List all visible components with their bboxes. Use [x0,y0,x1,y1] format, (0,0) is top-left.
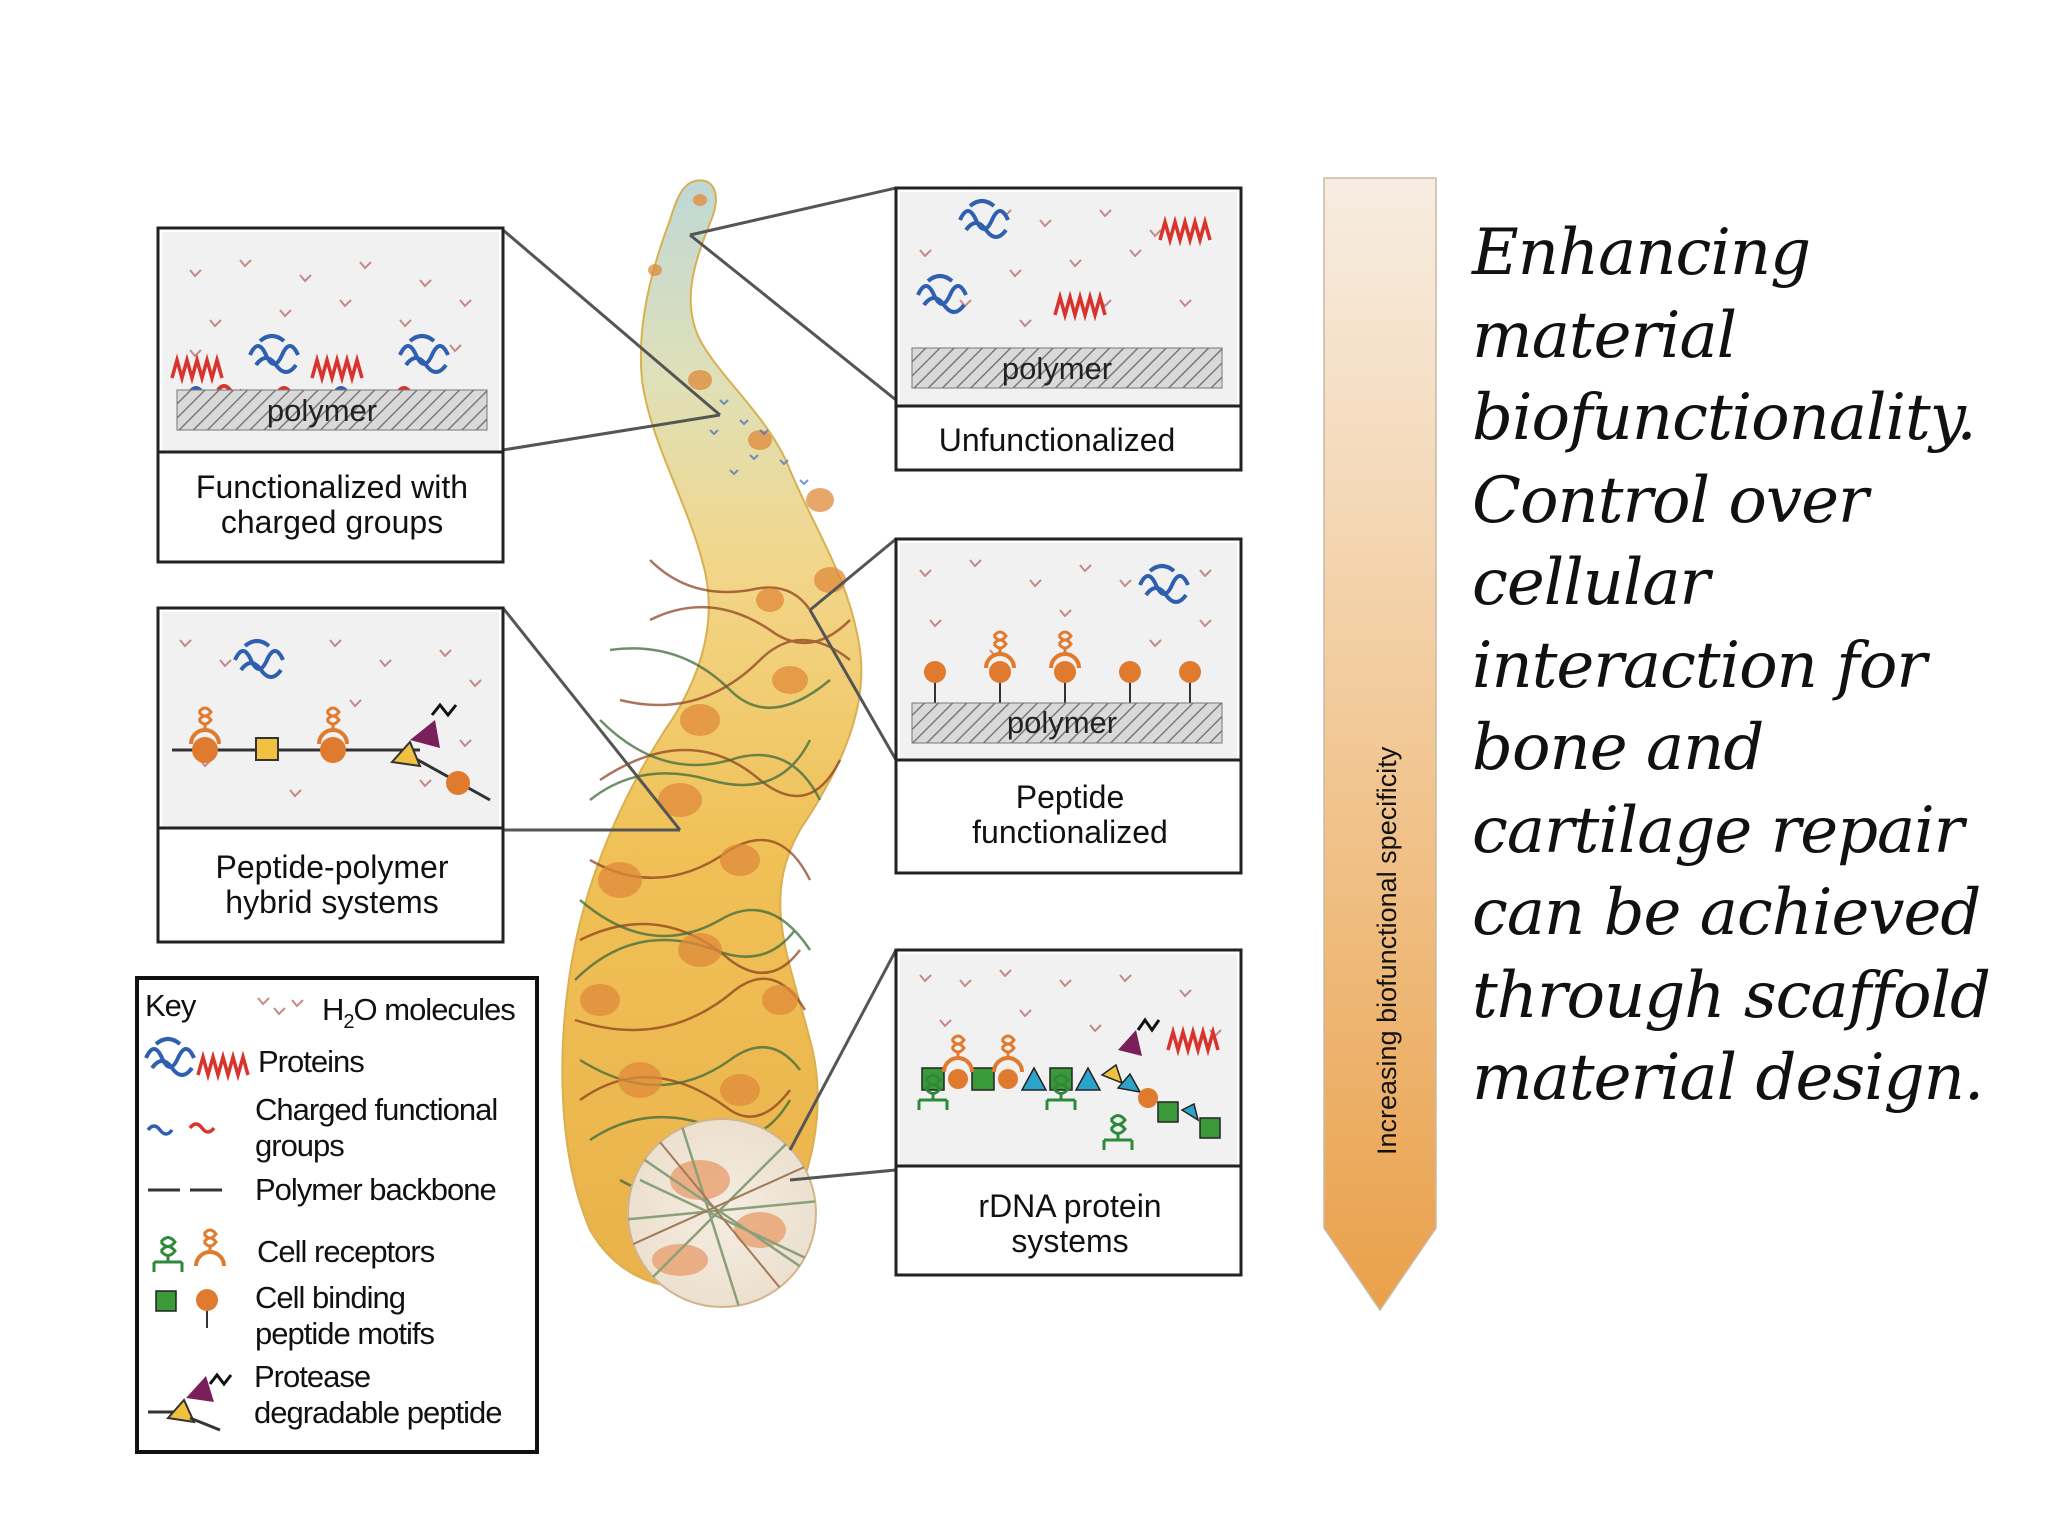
panel-label-line2: systems [1011,1223,1128,1259]
panel-label-line2: functionalized [972,814,1168,850]
key-charged-label-line1: Charged functional [255,1092,497,1127]
charged-groups-icon [146,1122,216,1136]
caption-line: biofunctionality. [1472,381,1977,455]
key-proteins-label: Proteins [258,1044,364,1079]
caption-line: Enhancing [1472,216,1811,290]
key-backbone-label: Polymer backbone [255,1172,496,1207]
scaffold-tube [561,179,863,1308]
caption-line: through scaffold [1472,958,1991,1033]
caption-line: Control over [1472,463,1869,538]
panel-label-line1: Peptide-polymer [216,849,449,885]
caption-line: material design. [1472,1041,1984,1115]
specificity-arrow: Increasing biofunctional specificity [1323,177,1437,1312]
panel-label-line1: Functionalized with [196,469,468,505]
slide-caption: Enhancing material biofunctionality. Con… [1472,212,1992,1120]
caption-line: cartilage repair [1472,793,1964,868]
caption-line: can be achieved [1472,876,1981,950]
panel-charged-groups: polymer Functionalized with charged grou… [156,226,505,564]
polymer-label: polymer [1007,705,1117,740]
panel-label-line1: Unfunctionalized [939,422,1176,458]
cell-binding-icon [155,1289,218,1328]
caption-line: interaction for [1472,628,1927,703]
polymer-label: polymer [267,393,377,428]
connector-lines [501,186,898,1182]
caption-line: material [1472,298,1737,373]
panel-label-line1: rDNA protein [978,1188,1161,1224]
key-title: Key [145,988,197,1023]
panel-unfunctionalized: polymer Unfunctionalized [894,186,1243,472]
key-binding-label-line1: Cell binding [255,1280,405,1315]
key-protease-label-line2: degradable peptide [254,1395,501,1430]
polymer-label: polymer [1002,351,1112,386]
caption-line: cellular [1472,546,1710,620]
key-binding-label-line2: peptide motifs [255,1316,434,1351]
key-h2o-label: H2O molecules [322,992,515,1033]
panel-rdna-systems: rDNA protein systems [894,948,1243,1277]
panel-label-line1: Peptide [1016,779,1125,815]
panel-label-line2: hybrid systems [225,884,438,920]
protease-icon [148,1372,233,1432]
panel-peptide-functionalized: polymer Peptide functionalized [894,537,1243,875]
key-charged-label-line2: groups [255,1128,344,1163]
panel-label-line2: charged groups [221,504,443,540]
key-receptors-label: Cell receptors [257,1234,435,1269]
panel-hybrid-systems: Peptide-polymer hybrid systems [156,606,505,944]
caption-line: bone and [1472,711,1764,785]
key-legend: Key H2O molecules Proteins Charged funct… [135,976,539,1454]
specificity-arrow-label: Increasing biofunctional specificity [1372,746,1402,1155]
key-protease-label-line1: Protease [254,1359,370,1394]
